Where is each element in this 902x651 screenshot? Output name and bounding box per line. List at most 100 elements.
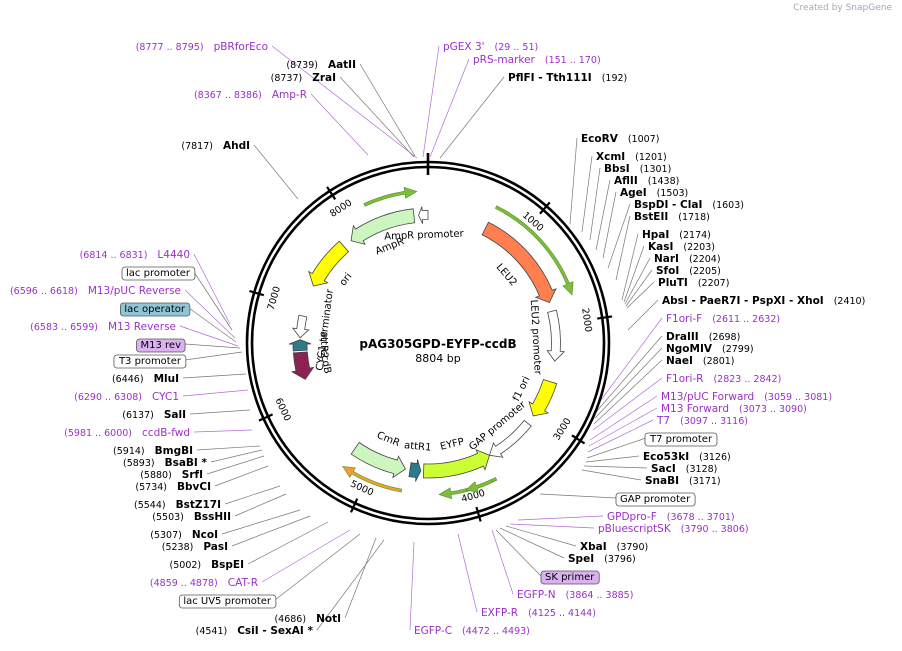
label-prs-marker[interactable]: pRS-marker(151 .. 170) xyxy=(473,54,601,66)
site-position: (2410) xyxy=(834,296,866,307)
label-xbai[interactable]: XbaI(3790) xyxy=(580,541,648,553)
feature-cmr[interactable] xyxy=(350,441,406,479)
tick-5000 xyxy=(350,498,359,513)
label-bbvci[interactable]: BbvCI(5734) xyxy=(135,481,211,493)
label-pasi[interactable]: PasI(5238) xyxy=(162,541,228,553)
label-bstz17i[interactable]: BstZ17I(5544) xyxy=(134,499,221,511)
label-agei[interactable]: AgeI(1503) xyxy=(620,187,688,199)
feature-eyfp[interactable] xyxy=(422,448,490,479)
label-gap-promoter[interactable]: GAP promoter xyxy=(615,492,696,507)
label-ngomiv[interactable]: NgoMIV(2799) xyxy=(666,343,754,355)
label-bsabi-[interactable]: BsaBI *(5893) xyxy=(123,457,207,469)
label-absi-paer7i-pspxi-xhoi[interactable]: AbsI - PaeR7I - PspXI - XhoI(2410) xyxy=(662,295,865,307)
feature-ampr[interactable] xyxy=(350,208,416,245)
site-position: (2204) xyxy=(689,254,721,265)
label-pflfi-tth111i[interactable]: PflFI - Tth111I(192) xyxy=(508,72,627,84)
label-m13-puc-reverse[interactable]: M13/pUC Reverse(6596 .. 6618) xyxy=(10,285,181,297)
feature-ori[interactable] xyxy=(308,240,350,287)
site-name: M13 Forward xyxy=(661,403,729,415)
label-xcmi[interactable]: XcmI(1201) xyxy=(596,151,667,163)
label-t7[interactable]: T7(3097 .. 3116) xyxy=(656,415,748,427)
label-sfoi[interactable]: SfoI(2205) xyxy=(656,265,721,277)
label-eco53ki[interactable]: Eco53kI(3126) xyxy=(643,451,731,463)
label-f1ori-f[interactable]: F1ori-F(2611 .. 2632) xyxy=(666,313,780,325)
site-name: BbvCI xyxy=(177,481,211,493)
label-naei[interactable]: NaeI(2801) xyxy=(666,355,735,367)
label-amp-r[interactable]: Amp-R(8367 .. 8386) xyxy=(194,89,307,101)
leader-line xyxy=(457,533,478,613)
label-bsteii[interactable]: BstEII(1718) xyxy=(634,211,710,223)
label-zrai[interactable]: ZraI(8737) xyxy=(271,72,336,84)
leader-line xyxy=(626,281,655,309)
label-snabi[interactable]: SnaBI(3171) xyxy=(645,475,721,487)
label-pbluescriptsk[interactable]: pBluescriptSK(3790 .. 3806) xyxy=(598,523,749,535)
feature-attr2[interactable] xyxy=(288,339,312,352)
label-sali[interactable]: SalI(6137) xyxy=(122,409,186,421)
leader-line xyxy=(271,45,418,159)
label-ncoi[interactable]: NcoI(5307) xyxy=(150,529,218,541)
label-lac-promoter[interactable]: lac promoter xyxy=(121,266,196,281)
label-bspei[interactable]: BspEI(5002) xyxy=(170,559,244,571)
site-name: lac operator xyxy=(124,304,185,315)
feature-gap-promoter[interactable] xyxy=(488,419,532,458)
label-t7-promoter[interactable]: T7 promoter xyxy=(644,432,718,447)
label-lac-uv5-promoter[interactable]: lac UV5 promoter xyxy=(178,594,277,609)
feature-ccdb[interactable] xyxy=(290,351,315,380)
label-ecorv[interactable]: EcoRV(1007) xyxy=(581,133,659,145)
label-lac-operator[interactable]: lac operator xyxy=(120,302,191,317)
primer-binding-arrow xyxy=(465,478,494,493)
label-l4440[interactable]: L4440(6814 .. 6831) xyxy=(80,249,190,261)
label-nari[interactable]: NarI(2204) xyxy=(654,253,721,265)
label-f1ori-r[interactable]: F1ori-R(2823 .. 2842) xyxy=(666,373,781,385)
site-position: (4472 .. 4493) xyxy=(462,626,530,637)
label-mlui[interactable]: MluI(6446) xyxy=(112,373,179,385)
label-csii-sexai-[interactable]: CsiI - SexAI *(4541) xyxy=(196,625,314,637)
label-cat-r[interactable]: CAT-R(4859 .. 4878) xyxy=(150,577,258,589)
feature-attr1[interactable] xyxy=(408,459,422,482)
label-pluti[interactable]: PluTI(2207) xyxy=(658,277,729,289)
label-ahdi[interactable]: AhdI(7817) xyxy=(181,140,250,152)
label-draiii[interactable]: DraIII(2698) xyxy=(666,331,740,343)
label-sk-primer[interactable]: SK primer xyxy=(540,570,600,585)
site-name: T7 promoter xyxy=(649,434,713,445)
label-m13-rev[interactable]: M13 rev xyxy=(136,338,186,353)
site-position: (2801) xyxy=(703,356,735,367)
label-cyc1[interactable]: CYC1(6290 .. 6308) xyxy=(74,391,179,403)
label-m13-forward[interactable]: M13 Forward(3073 .. 3090) xyxy=(661,403,807,415)
label-noti[interactable]: NotI(4686) xyxy=(274,613,341,625)
label-kasi[interactable]: KasI(2203) xyxy=(648,241,715,253)
label-pgex-3-[interactable]: pGEX 3'(29 .. 51) xyxy=(443,41,538,53)
label-srfi[interactable]: SrfI(5880) xyxy=(140,469,203,481)
leader-line xyxy=(184,351,243,361)
site-position: (2799) xyxy=(722,344,754,355)
site-position: (5981 .. 6000) xyxy=(64,428,132,439)
label-saci[interactable]: SacI(3128) xyxy=(651,463,717,475)
tick-label: 8000 xyxy=(328,197,354,219)
label-egfp-n[interactable]: EGFP-N(3864 .. 3885) xyxy=(517,589,633,601)
feature-leu2-promoter[interactable] xyxy=(546,309,566,362)
label-bmgbi[interactable]: BmgBI(5914) xyxy=(113,445,193,457)
label-hpai[interactable]: HpaI(2174) xyxy=(642,229,711,241)
plasmid-size: 8804 bp xyxy=(415,352,460,365)
label-m13-reverse[interactable]: M13 Reverse(6583 .. 6599) xyxy=(30,321,176,333)
label-spei[interactable]: SpeI(3796) xyxy=(568,553,636,565)
snapgene-logo: SnapGene xyxy=(845,3,892,13)
label-pbrforeco[interactable]: pBRforEco(8777 .. 8795) xyxy=(136,41,268,53)
label-aatii[interactable]: AatII(8739) xyxy=(286,59,356,71)
label-m13-puc-forward[interactable]: M13/pUC Forward(3059 .. 3081) xyxy=(661,391,832,403)
feature-f1-ori[interactable] xyxy=(528,378,558,417)
label-exfp-r[interactable]: EXFP-R(4125 .. 4144) xyxy=(481,607,596,619)
label-aflii[interactable]: AflII(1438) xyxy=(614,175,679,187)
label-bsshii[interactable]: BssHII(5503) xyxy=(152,511,231,523)
feature-cyc1-terminator[interactable] xyxy=(291,314,310,339)
feature-leu2[interactable] xyxy=(481,221,557,304)
label-bspdi-clai[interactable]: BspDI - ClaI(1603) xyxy=(634,199,744,211)
label-egfp-c[interactable]: EGFP-C(4472 .. 4493) xyxy=(414,625,530,637)
label-box xyxy=(615,492,696,507)
label-gpdpro-f[interactable]: GPDpro-F(3678 .. 3701) xyxy=(607,511,735,523)
label-bbsi[interactable]: BbsI(1301) xyxy=(604,163,671,175)
label-ccdb-fwd[interactable]: ccdB-fwd(5981 .. 6000) xyxy=(64,427,190,439)
site-position: (5503) xyxy=(152,512,184,523)
feature-ampr-promoter[interactable] xyxy=(418,206,429,224)
label-t3-promoter[interactable]: T3 promoter xyxy=(113,354,187,369)
